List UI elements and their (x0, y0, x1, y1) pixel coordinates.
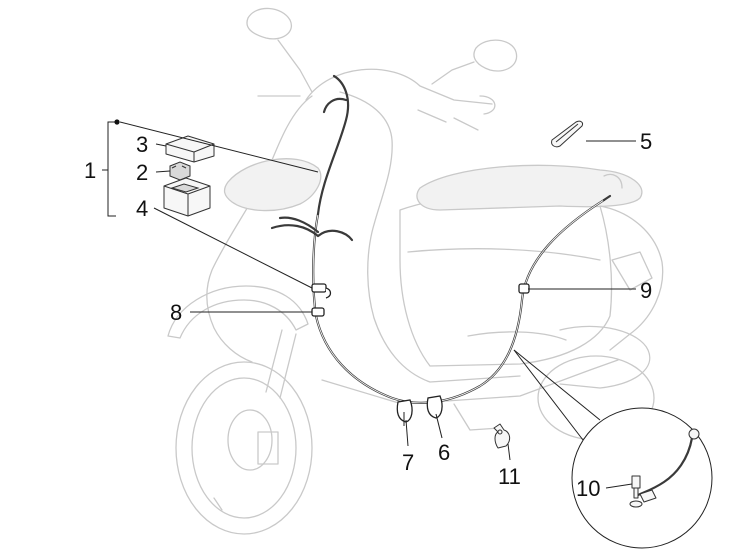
callout-7: 7 (402, 450, 414, 475)
grab-handle (603, 173, 623, 189)
leader-1-to-harness (119, 121, 319, 173)
harness-upper-branch (316, 74, 350, 216)
sleeve-part (551, 120, 583, 148)
brake-levers (417, 109, 479, 131)
detail-circle (571, 407, 713, 549)
swingarm (467, 331, 567, 341)
leader-lines (102, 119, 636, 489)
scooter-ghost-outline (167, 7, 664, 535)
left-mirror (246, 7, 292, 40)
wiring-harness (270, 74, 612, 426)
harness-clip-8 (311, 307, 325, 317)
harness-shield-branch (270, 216, 354, 242)
rear-body (599, 205, 664, 351)
ground-cable-detail (513, 349, 713, 549)
callout-6: 6 (438, 440, 450, 465)
leader-2 (155, 170, 171, 173)
ground-lead-ring (688, 428, 700, 440)
leader-11 (507, 443, 511, 461)
handlebar (257, 68, 496, 115)
ground-bolt-head (631, 475, 641, 489)
cable-clamp-6-part (426, 395, 443, 419)
right-mirror-stem (431, 61, 475, 85)
callout-1: 1 (84, 158, 96, 183)
callout-5: 5 (640, 129, 652, 154)
fuse-part (169, 161, 191, 181)
harness-rear-end (602, 194, 612, 202)
front-fender (167, 285, 309, 339)
seat (416, 164, 643, 211)
left-mirror-stem (277, 39, 313, 93)
detail-pointer-line-b (513, 349, 584, 441)
harness-main-cable (312, 198, 606, 404)
bracket-part (493, 423, 511, 449)
tail-light (611, 251, 653, 291)
callout-10: 10 (576, 476, 600, 501)
callout-labels: 1 3 2 4 5 8 9 7 6 11 10 (84, 129, 652, 501)
floorboard (321, 359, 619, 405)
valve (213, 497, 223, 511)
callout-4: 4 (136, 196, 148, 221)
ground-lug (639, 489, 657, 503)
group-bracket-1 (107, 121, 116, 217)
ground-washer (629, 500, 643, 508)
ground-bolt-shank (633, 487, 639, 499)
cable-clamp-7-part (396, 399, 413, 423)
leader-7 (405, 419, 409, 447)
front-hub (227, 409, 273, 471)
right-mirror (473, 39, 518, 72)
callout-3: 3 (136, 132, 148, 157)
brake-caliper (257, 431, 279, 465)
callout-2: 2 (136, 160, 148, 185)
front-fork (265, 329, 297, 399)
leader-10 (605, 483, 633, 489)
leader-3 (155, 143, 167, 147)
callout-11: 11 (498, 464, 521, 489)
callout-8: 8 (170, 300, 182, 325)
leader-6 (435, 413, 443, 439)
muffler (559, 325, 651, 389)
leader-4 (153, 207, 313, 289)
stand (453, 403, 501, 431)
front-shield (206, 95, 313, 363)
front-rim (191, 377, 297, 519)
group-bullet (114, 119, 120, 125)
side-panel (399, 193, 613, 367)
harness-clip-9 (518, 283, 530, 294)
fuse-holder-part (163, 177, 211, 217)
callout-9: 9 (640, 278, 652, 303)
front-tyre (175, 361, 313, 535)
harness-clip-upper (311, 283, 327, 293)
harness-clip-upper-tab (325, 287, 332, 299)
detail-pointer-line-a (513, 349, 601, 421)
headlight (223, 158, 322, 212)
